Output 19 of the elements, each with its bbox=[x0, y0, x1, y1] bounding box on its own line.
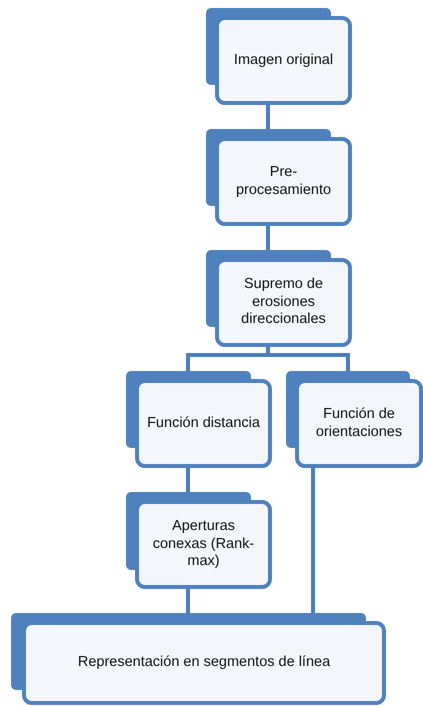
process-box bbox=[204, 248, 352, 347]
connector-line bbox=[186, 468, 190, 492]
process-box bbox=[284, 369, 423, 468]
step-label: Pre-procesamiento bbox=[234, 163, 332, 200]
connector-line bbox=[266, 105, 270, 129]
connector-line bbox=[311, 468, 315, 613]
process-box bbox=[204, 127, 352, 226]
connector-line bbox=[186, 589, 190, 613]
process-box bbox=[204, 6, 352, 105]
connector-line bbox=[266, 226, 270, 250]
step-label: Función de orientaciones bbox=[314, 405, 404, 442]
process-box bbox=[124, 490, 272, 589]
step-label: Supremo de erosiones direccionales bbox=[240, 275, 327, 330]
process-box bbox=[124, 369, 272, 468]
step-label: Representación en segmentos de línea bbox=[76, 653, 332, 672]
step-label: Función distancia bbox=[146, 414, 261, 433]
process-box bbox=[9, 611, 386, 705]
step-label: Imagen original bbox=[232, 50, 334, 70]
step-label: Aperturas conexas (Rank-max) bbox=[152, 517, 256, 572]
